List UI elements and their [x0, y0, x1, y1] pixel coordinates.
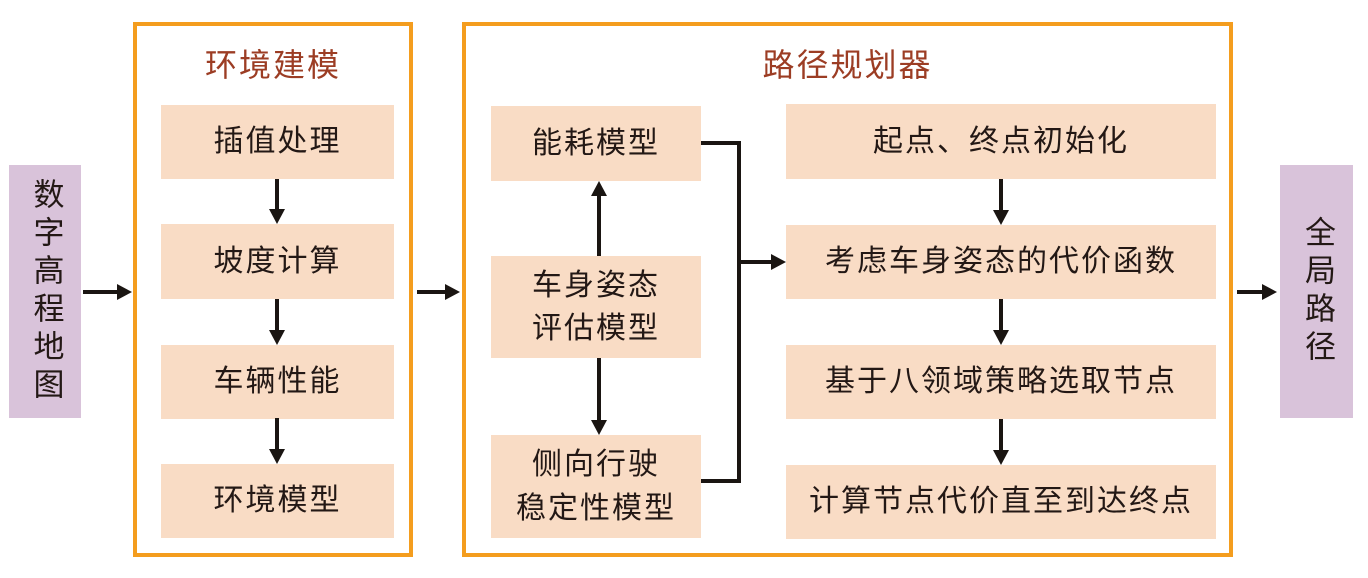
arrow-line [999, 179, 1003, 211]
arrow-line [597, 358, 601, 420]
arrow-line [275, 418, 279, 449]
arrow-line [999, 299, 1003, 331]
arrowhead-down-icon [993, 450, 1009, 465]
model-label-line: 稳定性模型 [516, 490, 676, 526]
model-lateral-stability: 侧向行驶 稳定性模型 [491, 435, 701, 538]
step-vehicle-performance: 车辆性能 [161, 345, 394, 419]
arrow-line [999, 419, 1003, 451]
input-dem-box: 数字高程地图 [9, 165, 81, 418]
arrow-line [417, 290, 446, 294]
arrow-line [1237, 290, 1263, 294]
arrowhead-up-icon [591, 181, 607, 196]
path-planner-title: 路径规划器 [762, 46, 933, 84]
arrowhead-down-icon [269, 330, 285, 345]
step-interpolation: 插值处理 [161, 105, 394, 179]
input-dem-label: 数字高程地图 [27, 177, 64, 406]
arrowhead-right-icon [117, 284, 132, 300]
model-energy-consumption: 能耗模型 [491, 106, 701, 181]
arrow-line [275, 179, 279, 210]
model-label-line: 侧向行驶 [532, 447, 660, 482]
arrowhead-right-icon [445, 284, 460, 300]
arrowhead-right-icon [771, 254, 786, 270]
arrowhead-down-icon [269, 209, 285, 224]
model-label-line: 能耗模型 [532, 125, 660, 161]
arrowhead-down-icon [993, 210, 1009, 225]
env-modeling-title: 环境建模 [204, 46, 341, 84]
step-node-cost-calculation: 计算节点代价直至到达终点 [786, 465, 1216, 539]
model-label-line: 评估模型 [532, 311, 660, 346]
model-body-posture-evaluation: 车身姿态 评估模型 [491, 256, 701, 358]
connector-line [701, 141, 741, 145]
arrowhead-down-icon [269, 449, 285, 464]
arrowhead-right-icon [1262, 284, 1277, 300]
arrowhead-down-icon [591, 420, 607, 435]
step-node-selection: 基于八领域策略选取节点 [786, 345, 1216, 419]
env-modeling-panel: 环境建模 插值处理 坡度计算 车辆性能 环境模型 [133, 22, 413, 557]
output-global-path-box: 全局路径 [1280, 165, 1353, 418]
step-environment-model: 环境模型 [161, 464, 394, 538]
step-slope-calculation: 坡度计算 [161, 224, 394, 299]
connector-line [737, 141, 741, 483]
output-global-path-label: 全局路径 [1299, 215, 1335, 368]
arrow-line [275, 299, 279, 330]
step-init-start-end: 起点、终点初始化 [786, 104, 1216, 179]
connector-line [741, 260, 772, 264]
step-cost-function: 考虑车身姿态的代价函数 [786, 225, 1216, 299]
arrow-line [597, 195, 601, 256]
path-planner-panel: 路径规划器 能耗模型 车身姿态 评估模型 侧向行驶 稳定性模型 [462, 22, 1233, 557]
arrowhead-down-icon [993, 330, 1009, 345]
model-label-line: 车身姿态 [532, 267, 660, 303]
connector-line [701, 479, 741, 483]
arrow-line [83, 290, 118, 294]
